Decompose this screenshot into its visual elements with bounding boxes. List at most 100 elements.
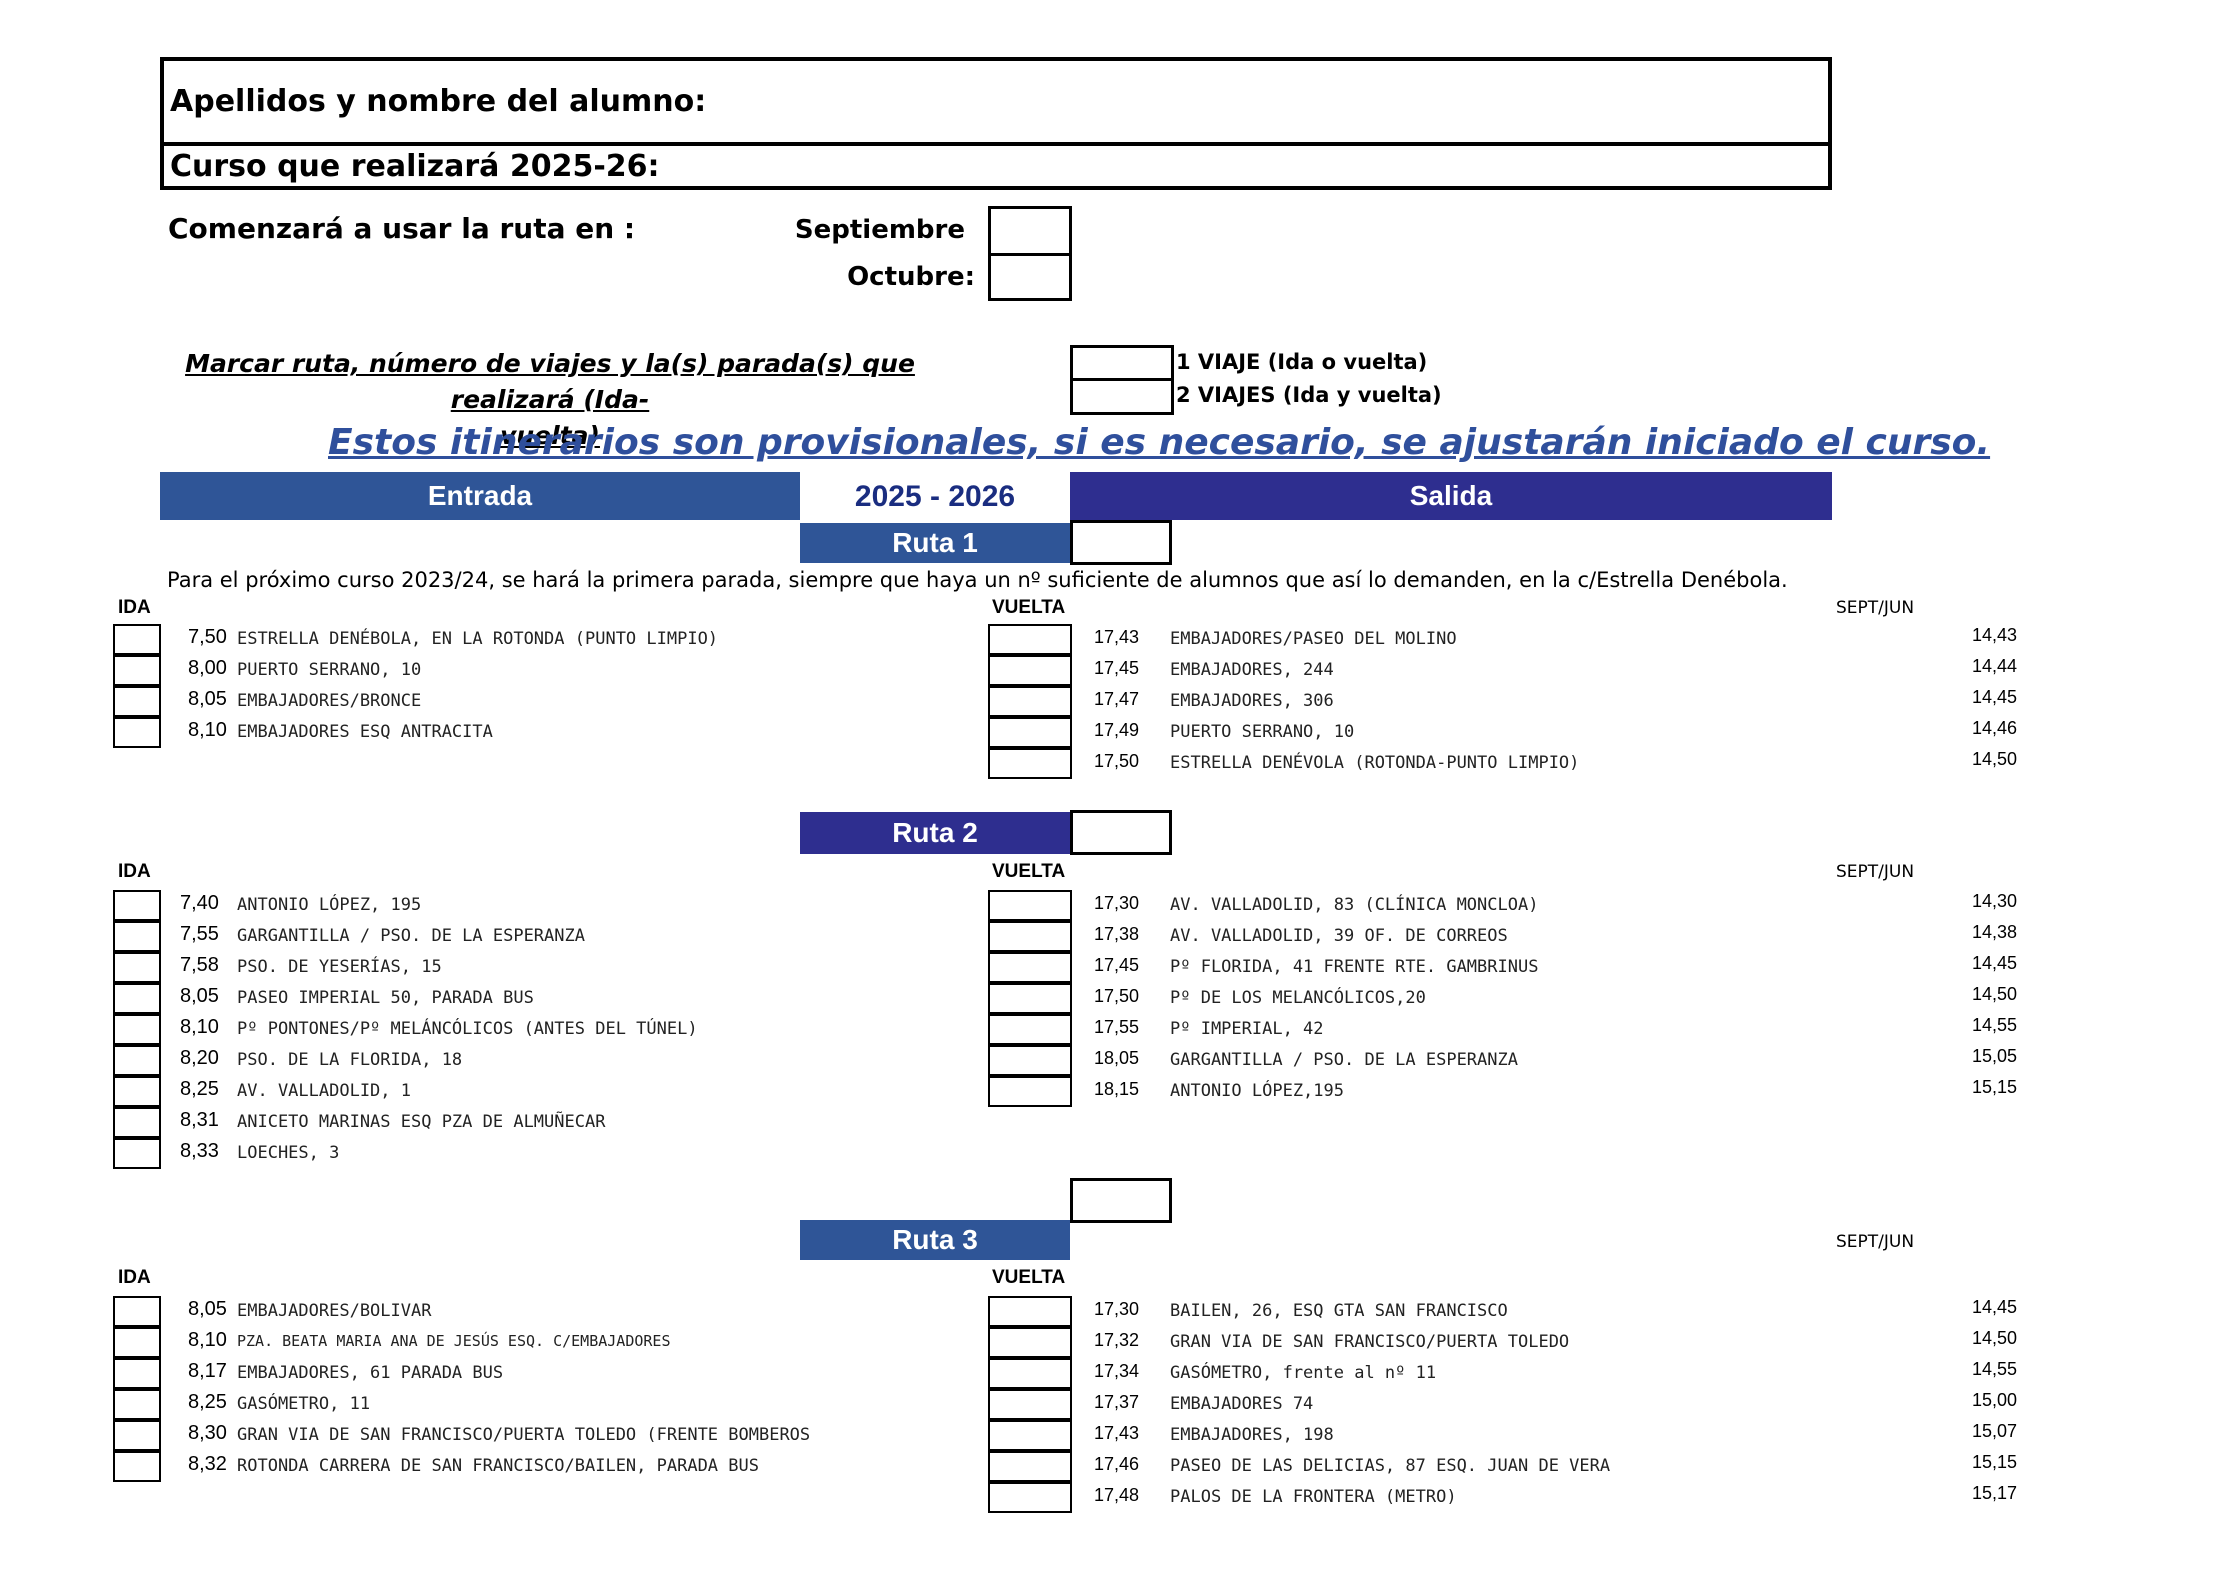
vuelta-stop-time: 17,45 [1094,658,1140,678]
vuelta-stop-time: 18,05 [1094,1048,1140,1068]
ida-stop-name: GRAN VIA DE SAN FRANCISCO/PUERTA TOLEDO … [237,1425,811,1445]
vuelta-stop-time: 17,43 [1094,1423,1140,1443]
vuelta-stop-checkbox[interactable] [988,717,1072,748]
sept-jun-time: 14,50 [1972,749,2018,769]
ida-stop-checkbox[interactable] [113,952,161,983]
route-3-title: Ruta 3 [800,1220,1070,1260]
ida-stop-time: 8,32 [188,1453,227,1475]
vuelta-stop-time: 17,48 [1094,1485,1140,1505]
ida-stop-checkbox[interactable] [113,1451,161,1482]
vuelta-stop-checkbox[interactable] [988,686,1072,717]
vuelta-stop-checkbox[interactable] [988,1076,1072,1107]
vuelta-stop-name: EMBAJADORES, 306 [1170,691,1334,711]
vuelta-stop-checkbox[interactable] [988,1358,1072,1389]
vuelta-header: VUELTA [992,861,1066,882]
ida-stop-time: 7,58 [180,954,219,976]
vuelta-stop-checkbox[interactable] [988,655,1072,686]
start-route-label: Comenzará a usar la ruta en : [168,212,636,245]
ida-stop-time: 7,50 [188,626,227,648]
sept-jun-header: SEPT/JUN [1836,598,1915,618]
ida-stop-time: 8,30 [188,1422,227,1444]
vuelta-stop-time: 17,55 [1094,1017,1140,1037]
ida-stop-time: 8,05 [180,985,219,1007]
ida-stop-time: 7,55 [180,923,219,945]
vuelta-stop-time: 17,30 [1094,893,1140,913]
vuelta-stop-checkbox[interactable] [988,983,1072,1014]
vuelta-stop-checkbox[interactable] [988,1389,1072,1420]
vuelta-stop-checkbox[interactable] [988,921,1072,952]
ida-stop-checkbox[interactable] [113,655,161,686]
ida-header: IDA [118,861,151,882]
sept-jun-time: 14,46 [1972,718,2018,738]
vuelta-stop-time: 17,34 [1094,1361,1140,1381]
vuelta-stop-checkbox[interactable] [988,952,1072,983]
ida-stop-checkbox[interactable] [113,686,161,717]
october-checkbox[interactable] [988,253,1072,301]
vuelta-stop-checkbox[interactable] [988,1420,1072,1451]
vuelta-header: VUELTA [992,1267,1066,1288]
course-field[interactable]: Curso que realizará 2025-26: [160,142,1832,190]
vuelta-stop-checkbox[interactable] [988,1327,1072,1358]
two-trips-label: 2 VIAJES (Ida y vuelta) [1176,383,1442,407]
ida-stop-checkbox[interactable] [113,1358,161,1389]
vuelta-stop-checkbox[interactable] [988,1296,1072,1327]
ida-stop-checkbox[interactable] [113,921,161,952]
vuelta-stop-name: PALOS DE LA FRONTERA (METRO) [1170,1487,1457,1507]
provisional-banner: Estos itinerarios son provisionales, si … [328,422,1991,463]
ida-stop-time: 8,10 [188,719,227,741]
sept-jun-time: 14,44 [1972,656,2018,676]
ida-stop-checkbox[interactable] [113,1420,161,1451]
ida-stop-checkbox[interactable] [113,890,161,921]
vuelta-stop-time: 17,46 [1094,1454,1140,1474]
ida-stop-checkbox[interactable] [113,1327,161,1358]
ida-stop-checkbox[interactable] [113,1296,161,1327]
instructions-line-1: Marcar ruta, número de viajes y la(s) pa… [185,349,915,414]
one-trip-checkbox[interactable] [1070,345,1174,381]
vuelta-stop-time: 17,50 [1094,986,1140,1006]
vuelta-stop-name: Pº IMPERIAL, 42 [1170,1019,1324,1039]
ida-stop-name: ROTONDA CARRERA DE SAN FRANCISCO/BAILEN,… [237,1456,759,1476]
ida-header: IDA [118,597,151,618]
ida-stop-checkbox[interactable] [113,717,161,748]
ida-stop-name: EMBAJADORES/BOLIVAR [237,1301,432,1321]
route-1-checkbox[interactable] [1070,520,1172,565]
ida-stop-time: 8,00 [188,657,227,679]
entrada-header: Entrada [160,472,800,520]
ida-stop-time: 7,40 [180,892,219,914]
ida-stop-name: EMBAJADORES, 61 PARADA BUS [237,1363,504,1383]
ida-stop-checkbox[interactable] [113,1076,161,1107]
ida-stop-checkbox[interactable] [113,1107,161,1138]
vuelta-stop-checkbox[interactable] [988,1451,1072,1482]
ida-stop-checkbox[interactable] [113,1014,161,1045]
ida-stop-checkbox[interactable] [113,983,161,1014]
ida-stop-checkbox[interactable] [113,1138,161,1169]
vuelta-stop-checkbox[interactable] [988,624,1072,655]
instructions-line-2: vuelta) [500,421,600,450]
vuelta-stop-time: 17,45 [1094,955,1140,975]
sept-jun-time: 14,45 [1972,687,2018,707]
september-checkbox[interactable] [988,206,1072,256]
ida-stop-name: EMBAJADORES/BRONCE [237,691,422,711]
vuelta-stop-checkbox[interactable] [988,1482,1072,1513]
student-name-field[interactable]: Apellidos y nombre del alumno: [160,57,1832,146]
route-3-checkbox[interactable] [1070,1178,1172,1223]
two-trips-checkbox[interactable] [1070,378,1174,415]
ida-stop-time: 8,17 [188,1360,227,1382]
ida-stop-checkbox[interactable] [113,1389,161,1420]
ida-stop-name: ESTRELLA DENÉBOLA, EN LA ROTONDA (PUNTO … [237,629,719,649]
vuelta-stop-checkbox[interactable] [988,1014,1072,1045]
vuelta-stop-name: GASÓMETRO, frente al nº 11 [1170,1363,1437,1383]
vuelta-stop-checkbox[interactable] [988,1045,1072,1076]
vuelta-stop-time: 17,37 [1094,1392,1140,1412]
vuelta-stop-checkbox[interactable] [988,748,1072,779]
vuelta-stop-checkbox[interactable] [988,890,1072,921]
ida-stop-time: 8,05 [188,1298,227,1320]
ida-stop-time: 8,25 [188,1391,227,1413]
sept-jun-header: SEPT/JUN [1836,1232,1915,1252]
vuelta-stop-name: GARGANTILLA / PSO. DE LA ESPERANZA [1170,1050,1518,1070]
ida-stop-time: 8,20 [180,1047,219,1069]
vuelta-stop-name: ESTRELLA DENÉVOLA (ROTONDA-PUNTO LIMPIO) [1170,753,1580,773]
ida-stop-checkbox[interactable] [113,1045,161,1076]
ida-stop-checkbox[interactable] [113,624,161,655]
route-2-checkbox[interactable] [1070,810,1172,855]
